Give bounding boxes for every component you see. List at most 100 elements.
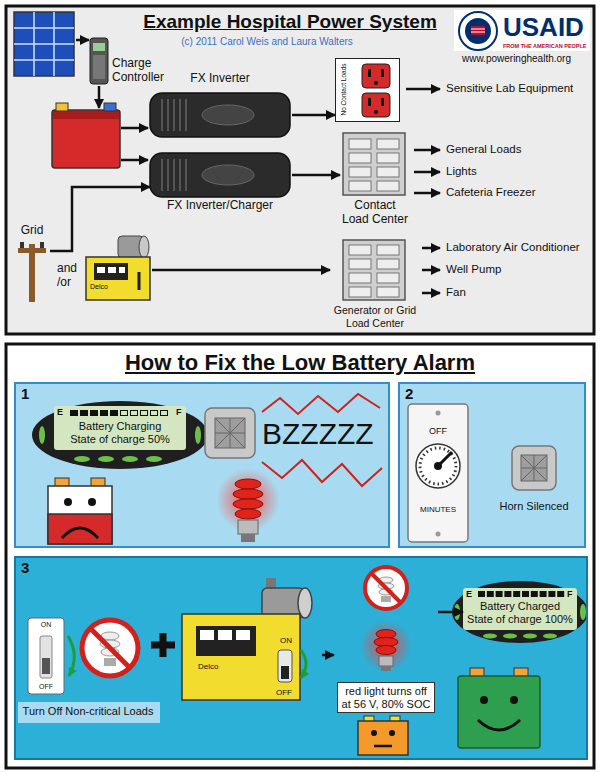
charge-display [478,591,485,597]
timer-switch [434,462,442,470]
logo-seal [459,12,497,50]
generator [94,263,128,280]
charge-display [74,456,90,462]
node-text: E [466,589,474,599]
node-text: OFF [408,426,468,436]
node-text: E [57,407,66,417]
inverter [162,99,186,131]
battery-neutral [389,730,395,736]
battery [52,103,120,168]
red-lamp [241,534,255,542]
logo-tagline: FROM THE AMERICAN PEOPLE [503,43,587,49]
node-text: No Contact Loads [338,61,347,119]
wall-switch [28,618,64,694]
panel-fill [14,556,588,760]
breaker-panel [349,181,371,191]
logo-seal [454,10,590,51]
node-text: 3 [21,559,35,576]
battery-neutral [374,745,392,748]
outlet-panel [381,69,384,77]
battery-sad [62,528,98,538]
battery [52,110,120,168]
utility-pole [20,242,24,248]
connector-arrow [292,174,340,177]
wall-switch [68,636,74,676]
node-text: Contact Load Center [341,198,410,226]
outlet-panel [362,93,390,117]
generator [218,630,232,640]
generator: DelcoONOFF [180,574,322,704]
node-text: FX Inverter [150,72,290,86]
alarm-horn [512,446,556,490]
panel-fill [14,382,390,548]
red-lamp [235,479,261,489]
red-lamp [233,489,263,499]
alarm-horn [521,455,547,481]
generator [182,614,300,700]
wall-switch [42,658,50,674]
battery-sad [64,498,72,506]
charge-display [80,410,88,416]
caption-box: Turn Off Non-critical Loads [18,702,160,723]
charge-display [90,410,98,416]
no-light-sign [104,658,116,666]
charge-controller [93,43,105,51]
note: and /or [57,261,83,289]
generator: Delco [84,230,152,302]
generator [119,267,125,273]
node-text: OFF [28,683,64,691]
connector-arrow [322,654,334,657]
battery-sad [48,486,112,544]
red-lamp [238,520,258,534]
sound-lines [262,394,380,414]
breaker-panel [343,133,405,195]
charge-display [54,406,186,450]
load-label: Sensitive Lab Equipment [446,82,573,95]
breaker-panel [349,139,371,149]
timer-switch [408,404,468,542]
node-text: Grid [16,224,48,238]
red-lamp [381,666,391,671]
indicator-light: red light turns off at 56 V, 80% SOC [334,560,438,715]
red-lamp [379,656,393,666]
arrow [414,149,440,152]
generator [86,257,150,300]
breaker-panel [349,259,371,269]
charge-display [122,456,138,462]
inverter-box: FX Inverter [150,70,292,138]
alarm-horn [521,455,547,481]
load-center: Contact Load Center [340,131,412,228]
generator [281,666,289,679]
diagram-title: Example Hospital Power System [130,11,450,33]
outlet-panel [374,81,378,85]
breaker-panel [349,167,371,177]
load-label: Fan [446,286,466,299]
inverter-box: FX Inverter/Charger [150,153,292,215]
no-light-sign [365,567,407,609]
charge-display [98,456,114,462]
wall-switch: ONOFF [28,618,66,694]
charge-display [543,634,557,639]
node-text: MINUTES [408,505,468,514]
charge-display [557,591,564,597]
inverter [202,105,254,125]
charge-display [452,581,588,643]
charge-display [131,411,138,416]
outlet-panel [368,69,371,77]
node-text: F [176,407,185,417]
wall-switch [40,636,52,678]
display-screen: EFBattery Charging State of charge 50% [54,406,187,450]
logo-seal [471,26,485,35]
breaker-panel [377,287,399,297]
generator [196,626,256,656]
arrow [414,192,440,195]
alarm-horn [215,418,245,448]
red-lamp [216,468,280,542]
icon-caption: Horn Silenced [484,500,584,513]
inverter [150,93,290,197]
battery-happy [480,696,488,704]
red-lamp [233,499,263,509]
